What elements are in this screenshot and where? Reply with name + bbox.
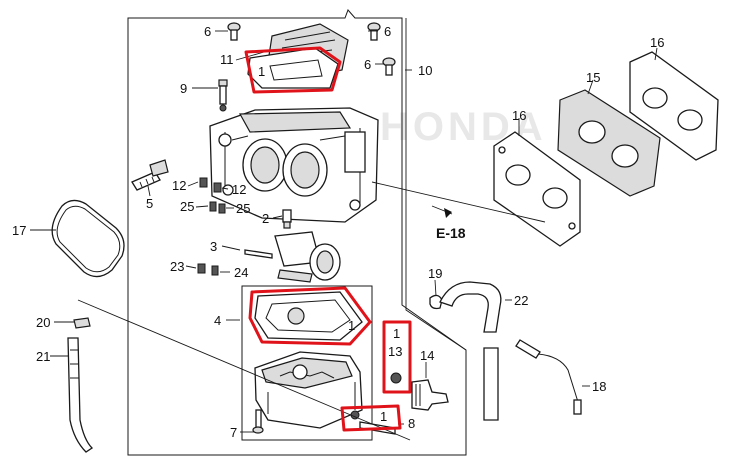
jet-25-left (209, 201, 217, 212)
o-ring-17 (51, 199, 125, 278)
float-bowl-box (241, 285, 373, 441)
callout-1-drain: 1 (380, 409, 387, 424)
carburetor-body (209, 107, 379, 223)
callout-6-mid: 6 (364, 57, 371, 72)
callout-11: 11 (220, 52, 234, 67)
washer-13 (390, 372, 402, 384)
wire-18 (515, 339, 582, 415)
callout-3: 3 (210, 239, 217, 254)
callout-15: 15 (586, 70, 600, 85)
callout-25-left: 25 (180, 199, 194, 214)
callout-23: 23 (170, 259, 184, 274)
callout-10: 10 (418, 63, 432, 78)
callout-12-right: 12 (232, 182, 246, 197)
callout-1-washer: 1 (393, 326, 400, 341)
screw-6-right (367, 22, 381, 41)
callout-17: 17 (12, 223, 26, 238)
callout-16-front: 16 (512, 108, 526, 123)
e18-arrow (371, 181, 546, 223)
callout-1-mid: 1 (348, 318, 355, 333)
screw-5 (131, 159, 169, 191)
float-bowl-gasket (254, 291, 363, 341)
gasket-16-front (493, 131, 581, 247)
callout-16-rear: 16 (650, 35, 664, 50)
tube-21 (67, 337, 94, 453)
callout-14: 14 (420, 348, 434, 363)
highlight-washer-13 (382, 320, 412, 394)
callout-13: 13 (388, 344, 402, 359)
screw-24 (211, 265, 219, 276)
highlight-float-bowl-gasket (248, 286, 372, 346)
clip-20 (73, 317, 91, 329)
hose-22 (439, 281, 502, 421)
highlight-drain-washer (340, 404, 402, 432)
arrow-ref-label: E-18 (436, 225, 466, 241)
spacer-15 (557, 89, 661, 197)
solenoid-14 (411, 379, 449, 411)
screw-7 (252, 409, 264, 434)
callout-6-left: 6 (204, 24, 211, 39)
callout-2: 2 (262, 211, 269, 226)
jet-12-left (199, 177, 208, 188)
jet-12-right (213, 182, 222, 193)
part-2-nozzle (282, 209, 292, 229)
float-3 (244, 231, 341, 283)
callout-18: 18 (592, 379, 606, 394)
screw-6-mid (382, 57, 396, 76)
callout-20: 20 (36, 315, 50, 330)
clamp-19 (429, 294, 443, 310)
callout-5: 5 (146, 196, 153, 211)
callout-4: 4 (214, 313, 221, 328)
callout-25-right: 25 (236, 201, 250, 216)
callout-6-right: 6 (384, 24, 391, 39)
callout-19: 19 (428, 266, 442, 281)
callout-1-top: 1 (258, 64, 265, 79)
jet-25-right (218, 203, 226, 214)
callout-22: 22 (514, 293, 528, 308)
gasket-16-rear (629, 51, 719, 161)
callout-12-left: 12 (172, 178, 186, 193)
highlight-top-gasket (244, 46, 342, 94)
screw-23 (197, 263, 206, 274)
leader-lines (30, 18, 658, 441)
float-bowl (254, 351, 363, 429)
callout-9: 9 (180, 81, 187, 96)
screw-6-left (227, 22, 241, 41)
callout-21: 21 (36, 349, 50, 364)
callout-24: 24 (234, 265, 248, 280)
callout-7: 7 (230, 425, 237, 440)
screw-9 (218, 79, 228, 112)
assembly-boundary (127, 9, 467, 456)
callout-8: 8 (408, 416, 415, 431)
